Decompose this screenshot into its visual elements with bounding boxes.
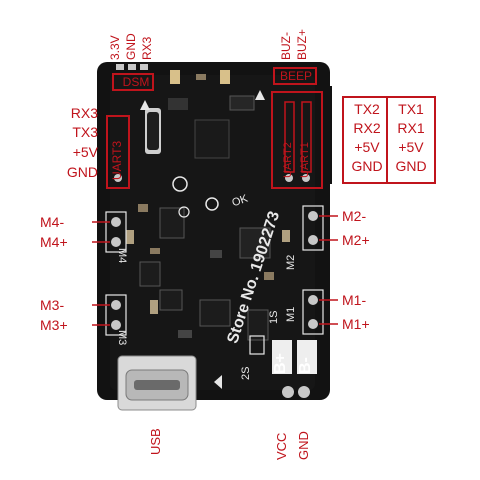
pad-m1-minus [308, 295, 318, 305]
gnd-pad [298, 386, 310, 398]
pad-m3-minus [111, 300, 121, 310]
1s-label: 1S [268, 310, 280, 324]
label-m2-plus: M2+ [342, 232, 370, 248]
uart1-pin-table [386, 96, 436, 184]
mcu-chip [194, 119, 230, 159]
pad-b-plus [272, 340, 292, 374]
label-usb: USB [148, 428, 163, 455]
label-tx3: TX3 [72, 124, 98, 140]
pad-b-minus [297, 340, 317, 374]
label-dsm-gnd: GND [124, 33, 138, 60]
label-3v3: 3.3V [108, 35, 122, 60]
b-plus-label: B+ [272, 353, 289, 374]
label-m2-minus: M2- [342, 208, 367, 224]
label-buz-plus: BUZ+ [295, 28, 309, 60]
pad-m2-minus [308, 211, 318, 221]
label-m1-minus: M1- [342, 292, 367, 308]
label-buz-minus: BUZ- [279, 32, 293, 60]
uart12-box [271, 91, 323, 189]
label-rx2: RX2 [353, 120, 381, 136]
label-m4-plus: M4+ [40, 234, 68, 250]
2s-label: 2S [240, 366, 252, 380]
label-uart2-5v: +5V [354, 139, 380, 155]
dsm-label: DSM [122, 75, 150, 89]
label-rx3: RX3 [70, 105, 98, 121]
label-m1-plus: M1+ [342, 316, 370, 332]
inductor [239, 227, 271, 259]
m4-silk: M4 [116, 248, 128, 264]
label-tx1: TX1 [398, 101, 424, 117]
beep-label: BEEP [279, 69, 312, 83]
vcc-pad [282, 386, 294, 398]
label-vcc: VCC [274, 432, 289, 460]
label-uart1-5v: +5V [398, 139, 424, 155]
label-tx2: TX2 [354, 101, 380, 117]
uart3-box [106, 115, 130, 189]
label-gnd: GND [296, 431, 311, 460]
m2-silk: M2 [285, 254, 297, 270]
label-m3-minus: M3- [40, 297, 65, 313]
led [220, 70, 230, 84]
pad-m4-plus [111, 237, 121, 247]
beep-box [273, 67, 317, 85]
m3-silk: M3 [116, 330, 128, 346]
pad-m1-plus [308, 319, 318, 329]
b-minus-label: B- [297, 357, 314, 374]
label-m4-minus: M4- [40, 214, 65, 230]
led [170, 70, 180, 84]
label-uart2-gnd: GND [351, 158, 383, 174]
label-rx1: RX1 [397, 120, 425, 136]
m1-silk: M1 [285, 306, 297, 322]
label-m3-plus: M3+ [40, 317, 68, 333]
uart3-label: UART3 [110, 140, 124, 180]
label-uart3-gnd: GND [66, 164, 98, 180]
label-uart3-5v: +5V [72, 144, 98, 160]
label-uart1-gnd: GND [395, 158, 427, 174]
pad-m3-plus [111, 320, 121, 330]
dsm-box [112, 73, 154, 91]
label-dsm-rx3: RX3 [140, 36, 154, 60]
pad-m4-minus [111, 217, 121, 227]
pad-m2-plus [308, 235, 318, 245]
